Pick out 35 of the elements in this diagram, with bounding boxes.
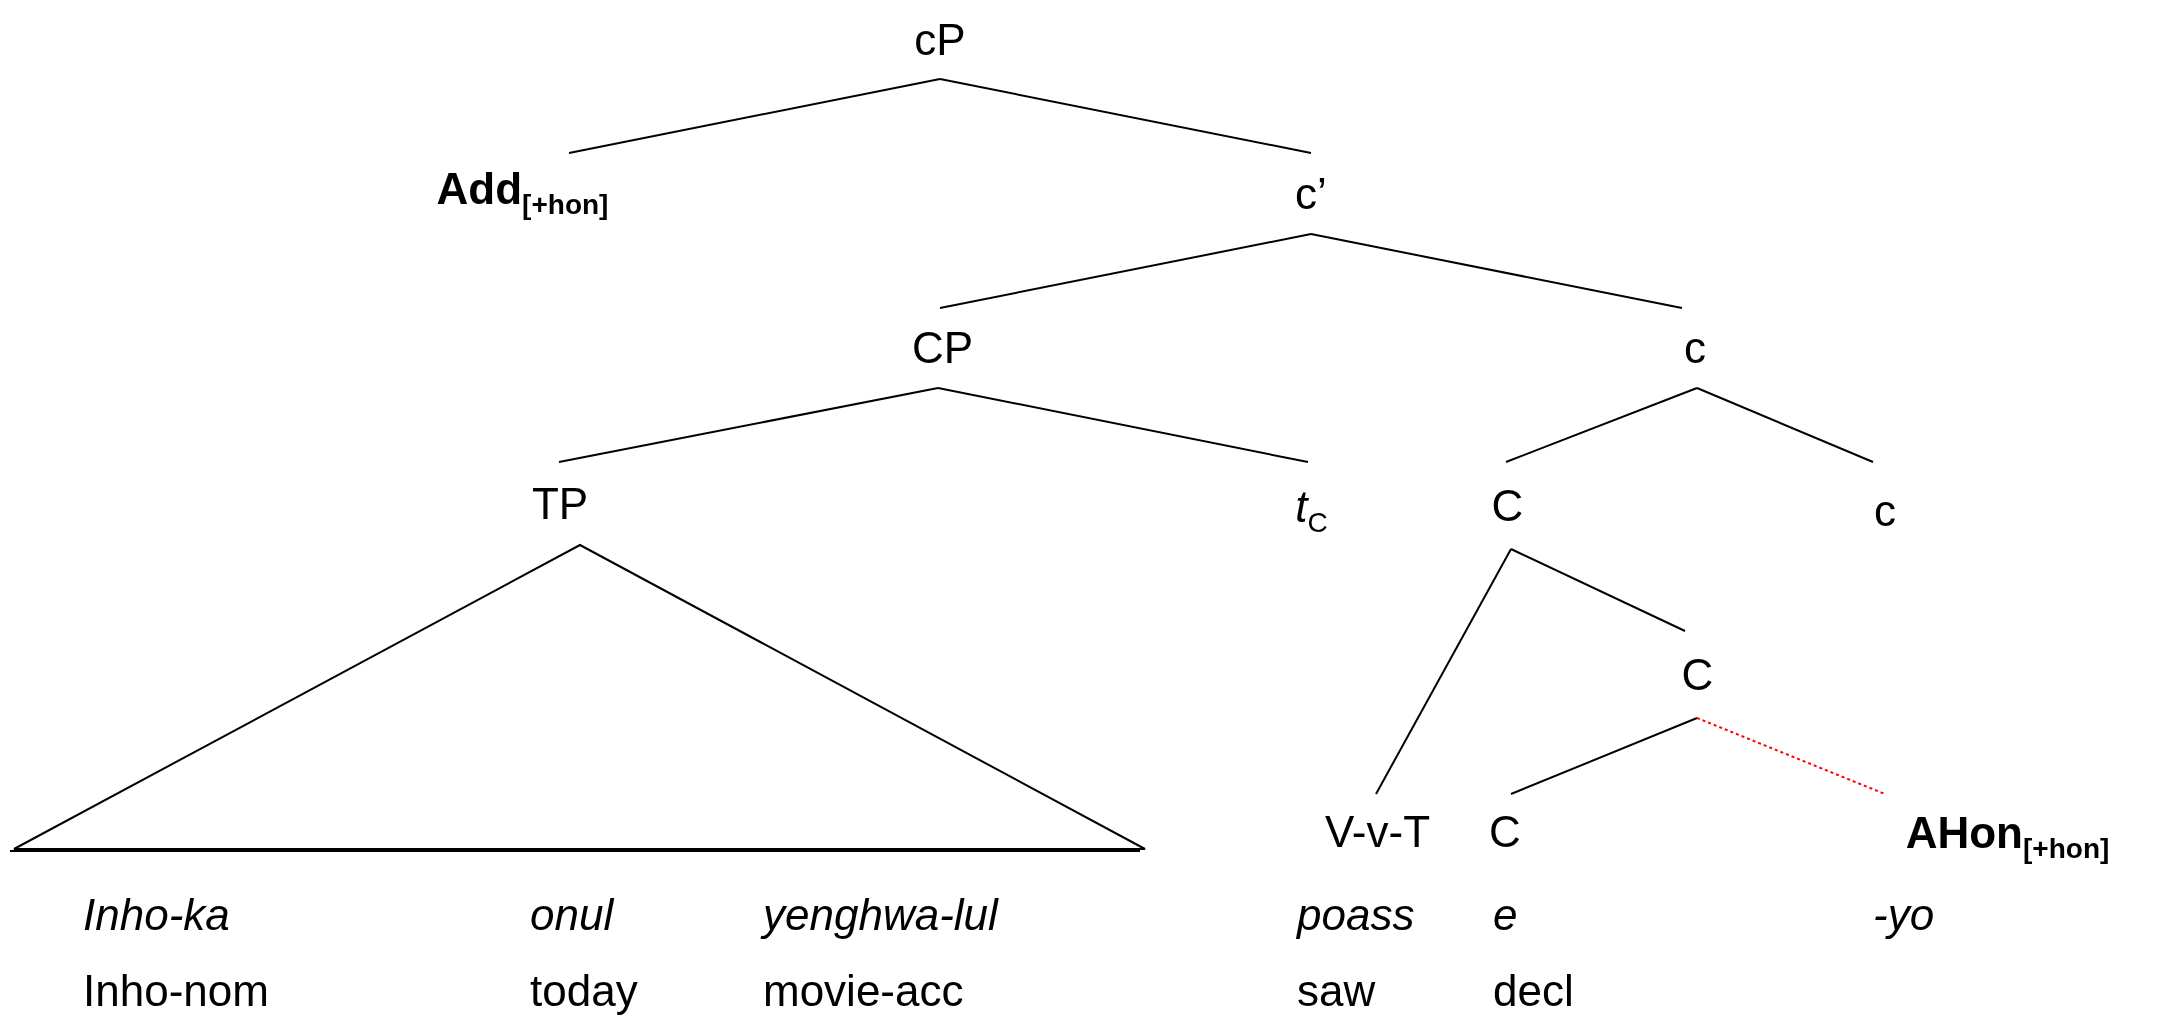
tree-branch [937, 387, 1309, 463]
tree-label: c [1874, 489, 1896, 533]
word-form: e [1493, 893, 1518, 937]
word-form: onul [530, 893, 614, 937]
tree-branch [1696, 717, 1886, 795]
gloss: saw [1297, 969, 1376, 1013]
gloss: decl [1493, 969, 1574, 1013]
tree-branch [1696, 387, 1874, 463]
word-form: Inho-ka [83, 893, 230, 937]
tree-label: c’ [1295, 171, 1327, 216]
gloss: Inho-nom [83, 969, 269, 1013]
tree-branch [1375, 548, 1512, 795]
tree-branch [568, 78, 941, 154]
tree-branch [1510, 548, 1686, 632]
tree-branch [939, 78, 1312, 154]
tree-label: C [1489, 810, 1521, 854]
tree-branch [558, 387, 939, 463]
tree-label: TP [531, 481, 589, 526]
word-form: poass [1297, 893, 1415, 937]
tree-label: cP [914, 17, 966, 62]
tree-label: CP [911, 326, 974, 370]
tree-label: t$_{C}$ [1295, 485, 1328, 537]
tree-label: AHon$_{[+hon]}$ [1905, 811, 2110, 863]
tree-label: C [1681, 652, 1714, 697]
tree-branch [939, 233, 1312, 309]
tree-branch [1505, 387, 1698, 463]
tree-label: Add$_{[+hon]}$ [436, 167, 609, 219]
tree-branch [1510, 717, 1698, 795]
tree-branch [1310, 233, 1683, 309]
gloss: movie-acc [763, 969, 964, 1013]
gloss: today [530, 969, 638, 1013]
tree-label: C [1491, 483, 1524, 528]
tree-label: c [1684, 326, 1706, 370]
word-form: -yo [1873, 893, 1935, 937]
tree-label: V-v-T [1324, 810, 1431, 854]
